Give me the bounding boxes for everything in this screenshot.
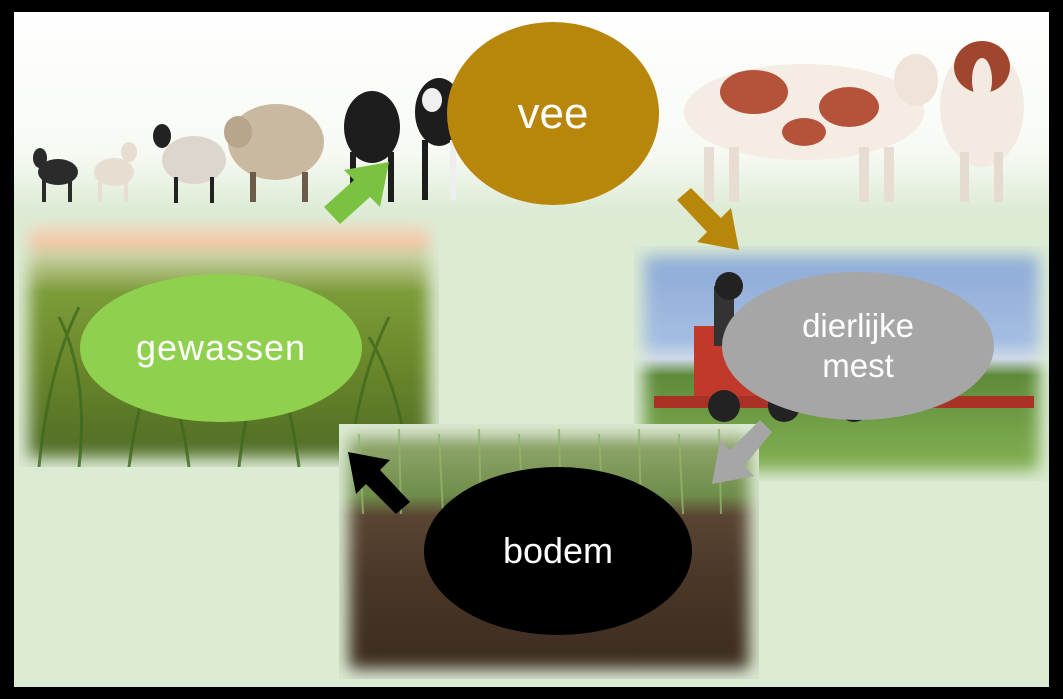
arrow-bodem-to-gewassen — [330, 442, 420, 522]
node-mest-label-line1: dierlijke — [802, 306, 914, 346]
arrow-gewassen-to-vee — [314, 152, 404, 232]
diagram-canvas: vee gewassen dierlijke mest bodem — [14, 12, 1049, 687]
node-gewassen-label: gewassen — [136, 327, 306, 369]
node-gewassen: gewassen — [80, 274, 362, 422]
cow-front-silhouette — [940, 41, 1024, 202]
node-vee-label: vee — [518, 89, 589, 139]
node-vee: vee — [447, 22, 659, 205]
node-bodem: bodem — [424, 467, 692, 635]
woolly-sheep-silhouette — [224, 104, 324, 202]
goat-silhouette — [33, 148, 78, 202]
node-dierlijke-mest: dierlijke mest — [722, 272, 994, 420]
arrow-mest-to-bodem — [694, 412, 784, 502]
sheep-silhouette — [153, 124, 226, 203]
node-mest-label-line2: mest — [802, 346, 914, 386]
node-bodem-label: bodem — [503, 530, 613, 572]
lamb-silhouette — [94, 142, 137, 202]
arrow-vee-to-mest — [669, 180, 759, 260]
